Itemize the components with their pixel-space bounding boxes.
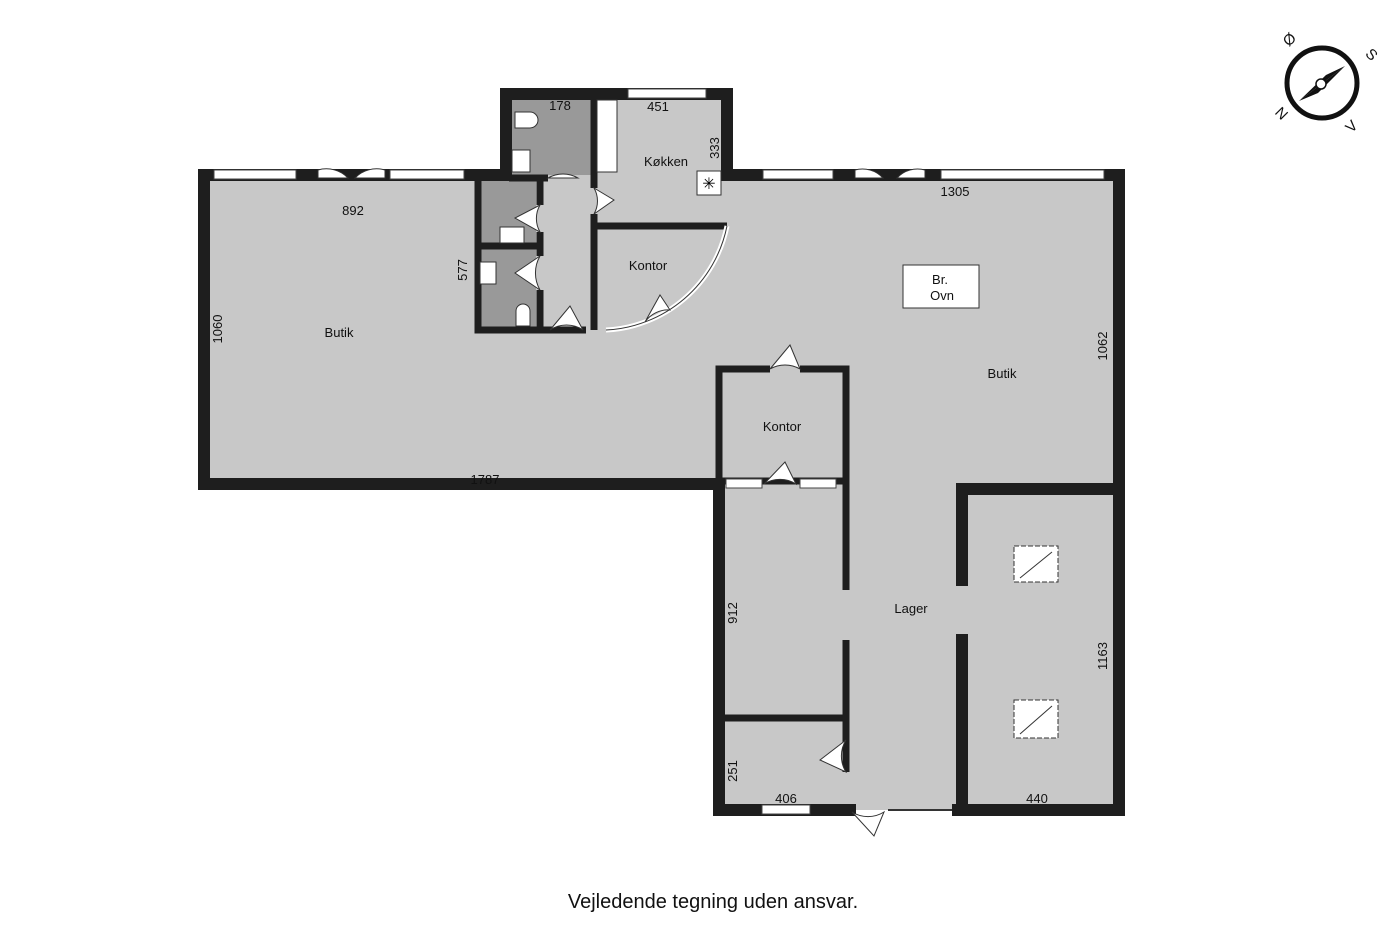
compass-west: V	[1342, 117, 1361, 136]
sink-icon	[479, 261, 497, 285]
windows	[213, 88, 1105, 815]
dimension: 451	[647, 99, 669, 114]
dimension: 577	[455, 259, 470, 281]
counter	[596, 99, 618, 173]
disclaimer-caption: Vejledende tegning uden ansvar.	[568, 891, 858, 913]
room-label: Kontor	[629, 258, 668, 273]
room-label: Butik	[988, 366, 1017, 381]
fixtures: ✳	[479, 99, 1059, 739]
dimension: 1062	[1095, 332, 1110, 361]
room-label: Køkken	[644, 154, 688, 169]
dimension: 1787	[471, 472, 500, 487]
floor-areas	[204, 94, 1119, 810]
compass-ring	[1284, 45, 1360, 121]
dimension-labels: 892 178 451 1305 1787 406 440 333 577 10…	[210, 98, 1110, 806]
dimension: 1060	[210, 315, 225, 344]
compass-south: S	[1362, 45, 1381, 64]
sink-icon	[511, 149, 531, 173]
room-label: Butik	[325, 325, 354, 340]
compass: Ø S N V	[1271, 29, 1380, 136]
doors	[317, 168, 926, 837]
compass-north: N	[1271, 104, 1291, 124]
room-label: Kontor	[763, 419, 802, 434]
oven-box	[902, 264, 980, 309]
dimension: 406	[775, 791, 797, 806]
toilet-icon	[514, 111, 539, 129]
dimension: 1163	[1095, 642, 1110, 670]
dimension: 1305	[941, 184, 970, 199]
room-labels: Butik Butik Kontor Kontor Køkken Lager B…	[325, 154, 1017, 616]
dimension: 892	[342, 203, 364, 218]
toilet-icon	[515, 303, 531, 327]
stove-glyph: ✳	[702, 176, 715, 193]
dimension: 912	[725, 602, 740, 624]
dimension: 440	[1026, 791, 1048, 806]
skylight-icon	[1013, 699, 1059, 739]
dimension: 333	[707, 137, 722, 159]
dimension: 251	[725, 760, 740, 782]
sink-icon	[499, 226, 525, 244]
floor-main	[204, 94, 1119, 810]
compass-east: Ø	[1280, 29, 1301, 50]
stove-icon	[696, 170, 722, 196]
oven-label: Br.	[932, 272, 948, 287]
dimension: 178	[549, 98, 571, 113]
skylight-icon	[1013, 545, 1059, 583]
oven-label: Ovn	[930, 288, 954, 303]
room-label: Lager	[894, 601, 928, 616]
